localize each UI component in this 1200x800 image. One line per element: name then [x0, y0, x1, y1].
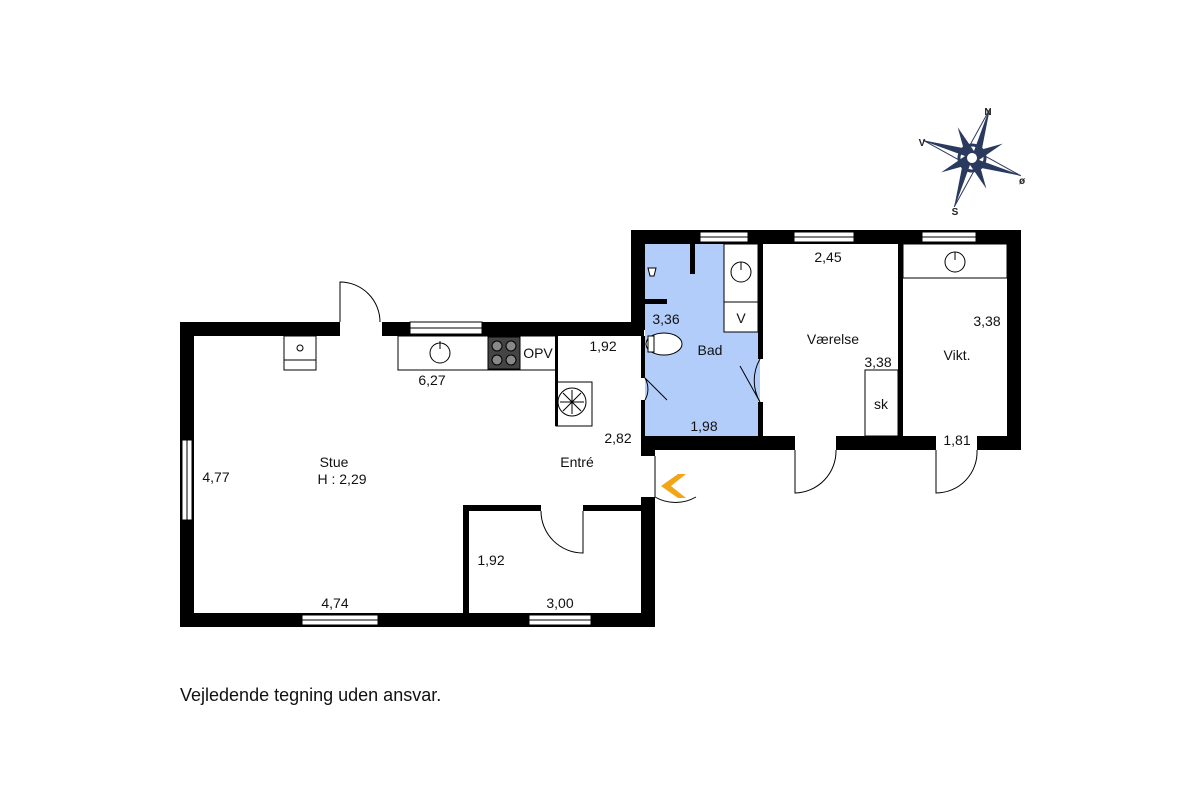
- windows: [181, 231, 977, 626]
- cabinet: [283, 335, 317, 371]
- compass-north-label: N: [984, 107, 991, 118]
- bath-sink-cabinet: [723, 243, 759, 303]
- dim-vaerelse-right: 3,38: [864, 354, 891, 370]
- compass-icon: [922, 108, 1022, 208]
- dim-kitchen: 6,27: [418, 372, 445, 388]
- kitchen-counter: [397, 335, 557, 371]
- closet: [864, 369, 899, 437]
- room-label-bad: Bad: [698, 342, 723, 358]
- entry-arrow-icon: [661, 474, 686, 498]
- compass-east-label: ø: [1019, 176, 1026, 187]
- dim-entre-top: 1,92: [589, 338, 616, 354]
- partitions: [463, 244, 903, 620]
- room-label-stue: Stue: [320, 454, 349, 470]
- stove-icon: [487, 336, 521, 370]
- dim-stue-bottom: 4,74: [321, 595, 348, 611]
- utility-sink: [902, 243, 1008, 279]
- disclaimer-text: Vejledende tegning uden ansvar.: [180, 685, 442, 705]
- dim-vikt-bottom: 1,81: [943, 432, 970, 448]
- room-label-vaerelse: Værelse: [807, 331, 859, 347]
- wood-stove-icon: [555, 381, 593, 427]
- room-label-entre: Entré: [560, 454, 594, 470]
- dim-bad-left: 3,36: [652, 311, 679, 327]
- washer-label: V: [736, 310, 746, 326]
- closet-label: sk: [874, 396, 889, 412]
- dim-vikt-right: 3,38: [973, 313, 1000, 329]
- doors: [339, 281, 978, 554]
- dim-small-room-left: 1,92: [477, 552, 504, 568]
- fixtures: [283, 243, 1008, 437]
- room-label-vikt: Vikt.: [944, 347, 971, 363]
- room-height-stue: H : 2,29: [317, 471, 366, 487]
- walls: [180, 230, 1021, 627]
- dim-vaerelse-top: 2,45: [814, 249, 841, 265]
- compass-south-label: S: [952, 207, 959, 218]
- dim-bad-bottom: 1,98: [690, 418, 717, 434]
- dim-small-room-bottom: 3,00: [546, 595, 573, 611]
- opv-label: OPV: [523, 345, 553, 361]
- toilet-icon: [645, 332, 683, 356]
- dim-entre-side: 2,82: [604, 430, 631, 446]
- dim-stue-left: 4,77: [202, 469, 229, 485]
- compass-west-label: V: [919, 138, 926, 149]
- washer-box: [723, 301, 759, 333]
